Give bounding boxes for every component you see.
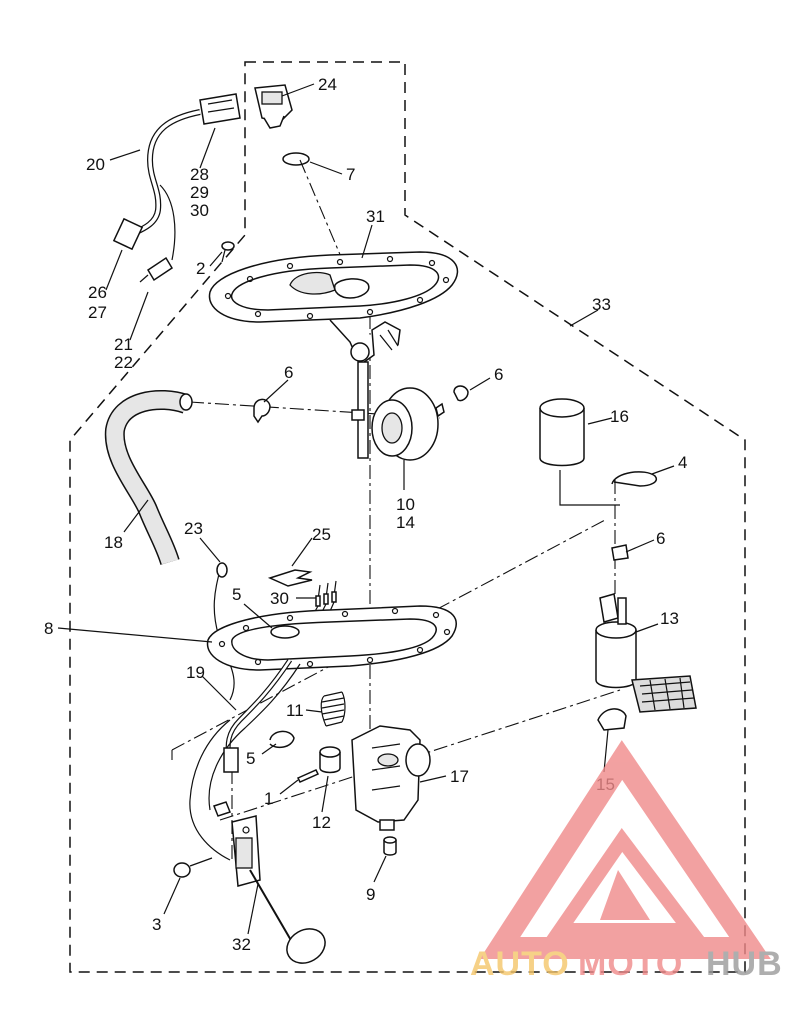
- screw-part-2: [221, 241, 235, 263]
- callout-30: 30: [190, 201, 209, 220]
- sender-part-32: [231, 815, 326, 964]
- callout-24: 24: [318, 75, 337, 94]
- callout-10: 10: [396, 495, 415, 514]
- ring-part-5: [269, 730, 295, 749]
- screw-part-3: [173, 857, 213, 878]
- callout-32: 32: [232, 935, 251, 954]
- callout-5: 5: [232, 585, 241, 604]
- watermark-hub: HUB: [706, 945, 783, 983]
- callout-16: 16: [610, 407, 629, 426]
- watermark-logo: AUTO MOTO HUB: [470, 740, 783, 983]
- watermark-triangle-icon: [479, 740, 771, 959]
- callout-1: 1: [264, 789, 273, 808]
- spring-part-11: [320, 691, 346, 727]
- callout-2: 2: [196, 259, 205, 278]
- pump-part-13: [595, 593, 697, 713]
- callout-12: 12: [312, 813, 331, 832]
- callout-27: 27: [88, 303, 107, 322]
- cap-part-12: [319, 746, 341, 774]
- watermark-auto: AUTO: [470, 945, 570, 983]
- sleeve-part-16: [539, 398, 585, 467]
- clip-part-25: [267, 569, 313, 587]
- clamp-part-6-right: [453, 385, 469, 402]
- clamp-part-6-left: [253, 398, 271, 424]
- callout-18: 18: [104, 533, 123, 552]
- wire-harness-part-20: [112, 93, 241, 283]
- callout-17: 17: [450, 767, 469, 786]
- callout-30: 30: [270, 589, 289, 608]
- retainer-part-15: [597, 708, 627, 731]
- callout-33: 33: [592, 295, 611, 314]
- callout-labels: 24 7 20 28 29 30 31 2 26 27 33 21 22 6 6…: [44, 75, 687, 954]
- callout-9: 9: [366, 885, 375, 904]
- plug-part-9: [383, 836, 397, 856]
- callout-7: 7: [346, 165, 355, 184]
- callout-29: 29: [190, 183, 209, 202]
- callout-14: 14: [396, 513, 415, 532]
- callout-22: 22: [114, 353, 133, 372]
- callout-25: 25: [312, 525, 331, 544]
- callout-20: 20: [86, 155, 105, 174]
- watermark-moto: MOTO: [578, 945, 683, 983]
- hose-part-18: [104, 389, 193, 566]
- gasket-part-8: [206, 605, 457, 671]
- o-ring-part-7: [282, 152, 310, 166]
- callout-28: 28: [190, 165, 209, 184]
- clamp-part-6-pump: [611, 544, 629, 561]
- callout-31: 31: [366, 207, 385, 226]
- callout-3: 3: [152, 915, 161, 934]
- callout-21: 21: [114, 335, 133, 354]
- callout-6: 6: [656, 529, 665, 548]
- callout-6: 6: [494, 365, 503, 384]
- assembly-boundary: [69, 61, 746, 973]
- callout-13: 13: [660, 609, 679, 628]
- callout-4: 4: [678, 453, 687, 472]
- callout-23: 23: [184, 519, 203, 538]
- pin-part-1: [296, 769, 320, 783]
- bracket-part-17: [351, 725, 431, 831]
- filter-part-10: [351, 387, 445, 461]
- callout-5: 5: [246, 749, 255, 768]
- callout-11: 11: [286, 701, 304, 720]
- leader-lines: [57, 83, 675, 935]
- strap-part-4: [611, 471, 657, 487]
- top-plate-part-31: [208, 251, 459, 367]
- callout-19: 19: [186, 663, 205, 682]
- connector-part-24: [254, 84, 293, 129]
- callout-26: 26: [88, 283, 107, 302]
- callout-6: 6: [284, 363, 293, 382]
- wiring-part-19: [189, 658, 301, 861]
- callout-8: 8: [44, 619, 53, 638]
